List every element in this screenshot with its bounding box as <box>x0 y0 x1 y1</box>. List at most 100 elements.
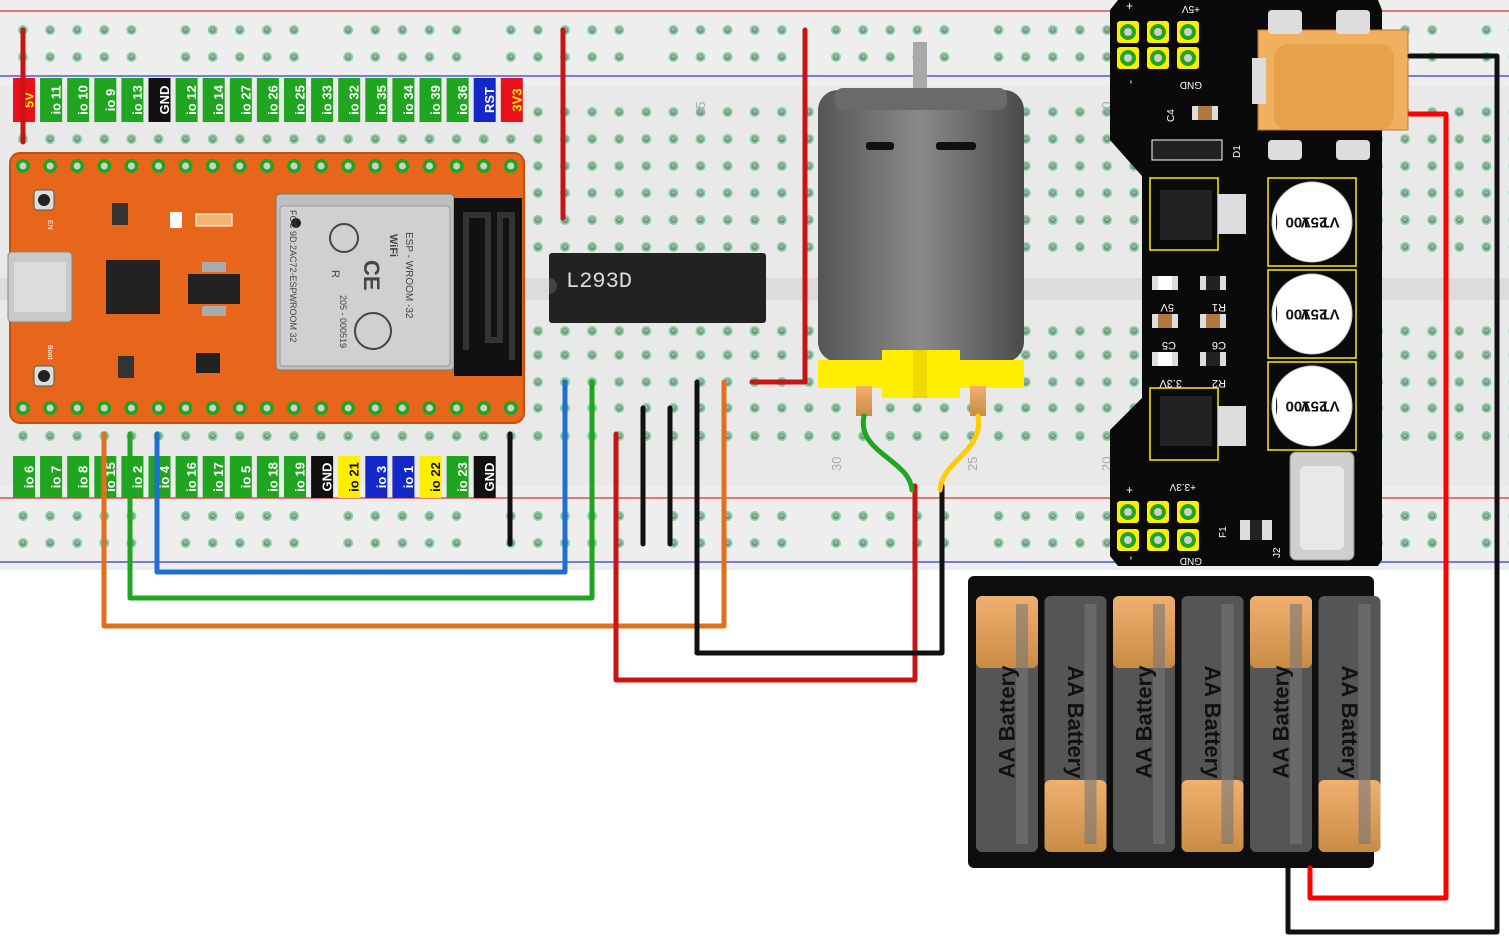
breadboard-hole <box>1022 352 1029 358</box>
pm-top-5v: +5V <box>1182 3 1200 14</box>
breadboard-hole <box>778 433 785 439</box>
breadboard-hole <box>47 540 54 546</box>
pm-c5: C5 <box>1162 339 1176 351</box>
pin-label-text: io 16 <box>184 462 199 492</box>
pm-r2: R2 <box>1212 377 1226 389</box>
pin-label: 3V3 <box>500 78 524 122</box>
breadboard-hole <box>263 540 270 546</box>
breadboard-hole <box>20 433 26 439</box>
breadboard-hole <box>1456 405 1463 411</box>
pin-label-bg <box>202 456 225 498</box>
breadboard-hole <box>236 540 243 546</box>
breadboard-hole <box>1104 163 1110 169</box>
breadboard-hole <box>1483 136 1490 142</box>
regulator <box>188 274 240 304</box>
breadboard-hole <box>128 27 135 33</box>
header-pad-hole <box>426 162 433 170</box>
breadboard-hole <box>1049 328 1056 334</box>
breadboard-hole <box>20 540 26 546</box>
breadboard-hole <box>372 54 379 60</box>
header-pad-hole <box>453 404 461 412</box>
breadboard-hole <box>1076 109 1083 115</box>
breadboard-hole <box>887 540 894 546</box>
pin-label-text: io 39 <box>428 85 443 115</box>
header-pad-hole <box>209 404 217 412</box>
breadboard-hole <box>778 217 785 223</box>
pin-label-text: io 36 <box>455 85 470 115</box>
breadboard-hole <box>209 136 216 142</box>
breadboard-hole <box>1429 513 1436 519</box>
breadboard-hole <box>833 433 839 439</box>
breadboard-hole <box>1429 163 1436 169</box>
breadboard-hole <box>74 27 81 33</box>
breadboard-hole <box>616 379 623 385</box>
pin-label: io 4 <box>148 456 172 498</box>
capacitor-text: VT <box>1320 306 1339 323</box>
pin-label: RST <box>473 78 497 122</box>
header-pad-hole <box>317 404 325 412</box>
breadboard-hole <box>1402 244 1409 250</box>
breadboard-hole <box>805 405 812 411</box>
motor-shaft <box>913 42 927 94</box>
pin-label-bg <box>338 456 361 498</box>
breadboard-hole <box>724 163 731 169</box>
breadboard-hole <box>453 54 460 60</box>
breadboard-hole <box>860 540 867 546</box>
breadboard-hole <box>724 136 731 142</box>
breadboard-hole <box>209 540 216 546</box>
breadboard-hole <box>697 190 704 196</box>
header-pad-hole <box>100 162 108 170</box>
breadboard-hole <box>589 109 596 115</box>
breadboard-hole <box>1402 352 1409 358</box>
pin-label: io 2 <box>121 456 145 498</box>
breadboard-hole <box>534 540 541 546</box>
module-name: ESP - WROOM -32 <box>403 232 414 319</box>
pin-label: io 23 <box>446 456 470 498</box>
breadboard-hole <box>399 27 406 33</box>
pin-label-bg <box>419 456 442 498</box>
breadboard-hole <box>399 433 406 439</box>
breadboard-hole <box>1104 433 1110 439</box>
breadboard-hole <box>1049 540 1056 546</box>
breadboard-hole <box>453 136 460 142</box>
battery-label: AA Battery <box>1269 665 1294 779</box>
breadboard-hole <box>751 540 758 546</box>
header-pad-hole <box>46 162 54 170</box>
breadboard-hole <box>1104 513 1110 519</box>
breadboard-hole <box>534 328 541 334</box>
breadboard-hole <box>263 136 270 142</box>
breadboard-hole <box>1076 379 1083 385</box>
breadboard-hole <box>751 328 758 334</box>
wire-green <box>127 379 595 601</box>
pin-label-bg <box>392 78 415 122</box>
pin-label-text: io 18 <box>265 462 280 492</box>
breadboard-hole <box>453 540 460 546</box>
breadboard-hole <box>453 513 460 519</box>
pin-label-bg <box>94 78 117 122</box>
breadboard-hole <box>534 217 541 223</box>
header-pad-hole <box>480 404 488 412</box>
breadboard-hole <box>1104 54 1110 60</box>
breadboard-hole <box>1402 513 1409 519</box>
header-pad-hole <box>263 404 271 412</box>
breadboard-hole <box>1456 109 1463 115</box>
breadboard-hole <box>1104 190 1110 196</box>
breadboard-hole <box>1456 163 1463 169</box>
r-mark: R <box>329 270 341 278</box>
breadboard-hole <box>1483 163 1490 169</box>
pin-label: io 36 <box>446 78 470 122</box>
breadboard-hole <box>182 540 189 546</box>
module-fcc: FCC 9D:2AC72-ESPWROOM 32 <box>288 210 298 343</box>
breadboard-hole <box>209 54 216 60</box>
breadboard-hole <box>1456 352 1463 358</box>
pin-label-bg <box>229 78 252 122</box>
pin-label: io 6 <box>13 456 37 498</box>
breadboard-hole <box>697 163 704 169</box>
breadboard-hole <box>534 27 541 33</box>
breadboard-hole <box>941 405 948 411</box>
breadboard-hole <box>236 27 243 33</box>
